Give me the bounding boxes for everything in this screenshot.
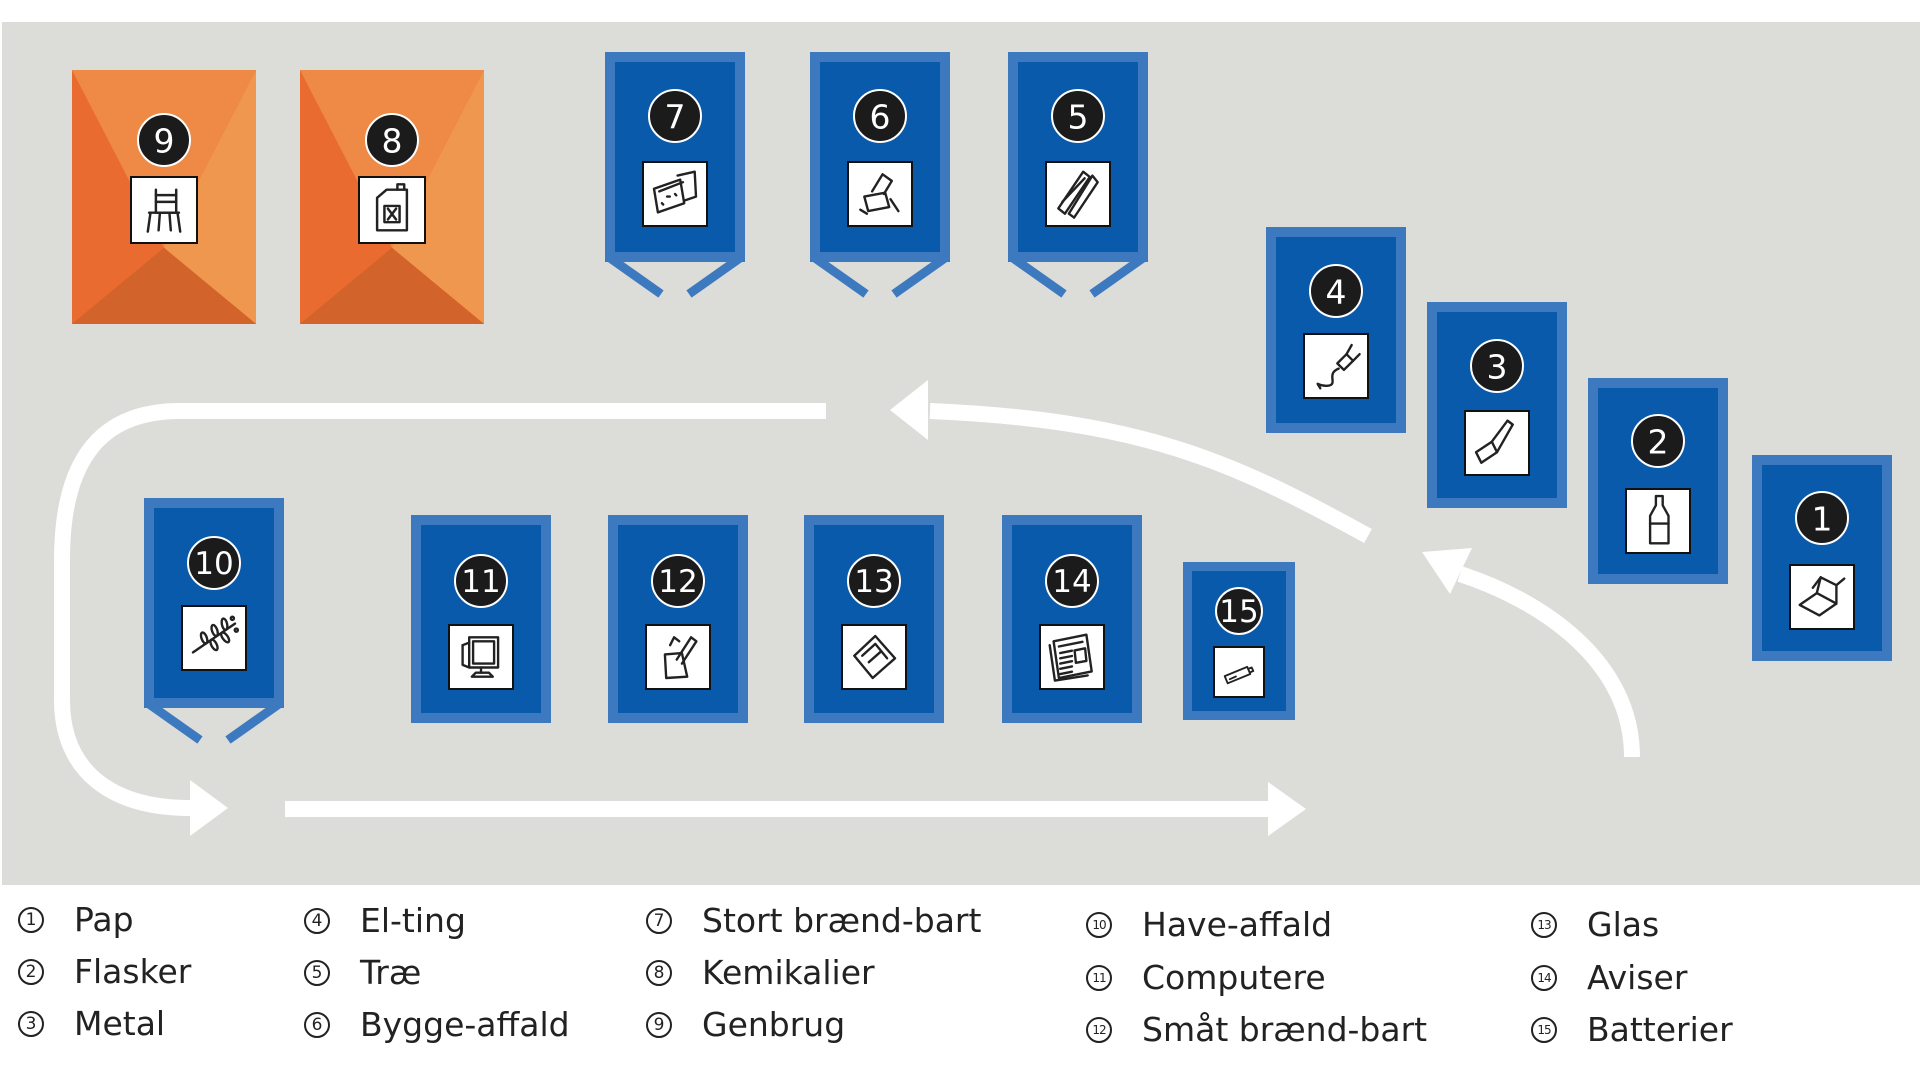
shed-roof-right xyxy=(164,70,256,324)
route-arrow-loop-shaft xyxy=(54,403,826,816)
station-2: 2 xyxy=(1588,378,1728,584)
station-number: 4 xyxy=(1326,273,1347,312)
station-badge xyxy=(847,554,901,608)
station-number: 11 xyxy=(461,564,500,600)
station-number: 15 xyxy=(1219,594,1258,630)
station-badge xyxy=(1470,339,1524,393)
station-badge xyxy=(1051,89,1105,143)
route-arrow-bottom-head xyxy=(1268,782,1306,836)
small-combustible-icon xyxy=(645,624,711,690)
shed-roof-right xyxy=(392,70,484,324)
station-badge xyxy=(137,113,191,167)
station-number: 7 xyxy=(665,98,686,137)
station-8: 8 xyxy=(300,70,484,324)
cardboard-box-icon xyxy=(1789,564,1855,630)
station-12: 12 xyxy=(608,515,748,723)
station-number: 6 xyxy=(870,98,891,137)
station-badge xyxy=(365,113,419,167)
route-arrow-top-shaft xyxy=(929,403,1372,544)
station-number: 9 xyxy=(154,122,175,161)
station-11: 11 xyxy=(411,515,551,723)
station-6: 6 xyxy=(810,52,950,298)
chute-ramp xyxy=(1010,254,1067,298)
station-7: 7 xyxy=(605,52,745,298)
station-badge xyxy=(187,536,241,590)
station-badge xyxy=(1795,491,1849,545)
station-9: 9 xyxy=(72,70,256,324)
computer-icon xyxy=(448,624,514,690)
bulky-waste-icon xyxy=(642,161,708,227)
station-number: 14 xyxy=(1052,564,1091,600)
station-number: 5 xyxy=(1068,98,1089,137)
station-5: 5 xyxy=(1008,52,1148,298)
station-number: 2 xyxy=(1648,423,1669,462)
station-badge xyxy=(853,89,907,143)
route-arrow-top-head xyxy=(890,380,928,440)
battery-icon xyxy=(1213,646,1265,698)
station-badge xyxy=(1631,414,1685,468)
station-number: 13 xyxy=(854,564,893,600)
chute-ramp xyxy=(686,254,743,298)
station-badge xyxy=(454,554,508,608)
station-13: 13 xyxy=(804,515,944,723)
shed-roof-bottom xyxy=(72,247,256,324)
station-number: 12 xyxy=(658,564,697,600)
chute-ramp xyxy=(225,700,282,744)
glass-pane-icon xyxy=(841,624,907,690)
plug-cable-icon xyxy=(1303,333,1369,399)
construction-rubble-icon xyxy=(847,161,913,227)
station-3: 3 xyxy=(1427,302,1567,508)
station-number: 3 xyxy=(1487,348,1508,387)
station-4: 4 xyxy=(1266,227,1406,433)
station-badge xyxy=(1215,587,1263,635)
station-badge xyxy=(648,89,702,143)
chemical-canister-icon xyxy=(358,176,426,244)
station-badge xyxy=(1045,554,1099,608)
garden-branch-icon xyxy=(181,605,247,671)
chair-icon xyxy=(130,176,198,244)
wood-planks-icon xyxy=(1045,161,1111,227)
station-1: 1 xyxy=(1752,455,1892,661)
chute-ramp xyxy=(607,254,664,298)
chute-ramp xyxy=(1089,254,1146,298)
chute-ramp xyxy=(812,254,869,298)
station-badge xyxy=(651,554,705,608)
station-number: 10 xyxy=(194,546,233,582)
bottle-icon xyxy=(1625,488,1691,554)
newspaper-icon xyxy=(1039,624,1105,690)
station-number: 1 xyxy=(1812,500,1833,539)
station-15: 15 xyxy=(1183,562,1295,720)
route-arrow-right-shaft xyxy=(1457,566,1640,758)
chute-ramp xyxy=(891,254,948,298)
route-arrow-loop-head xyxy=(190,780,228,836)
traffic-arrows xyxy=(54,380,1640,836)
shed-roof-bottom xyxy=(300,247,484,324)
station-14: 14 xyxy=(1002,515,1142,723)
chute-ramp xyxy=(146,700,203,744)
station-number: 8 xyxy=(382,122,403,161)
station-10: 10 xyxy=(144,498,284,744)
station-badge xyxy=(1309,264,1363,318)
metal-pipe-icon xyxy=(1464,410,1530,476)
route-arrow-right-head xyxy=(1422,548,1472,594)
